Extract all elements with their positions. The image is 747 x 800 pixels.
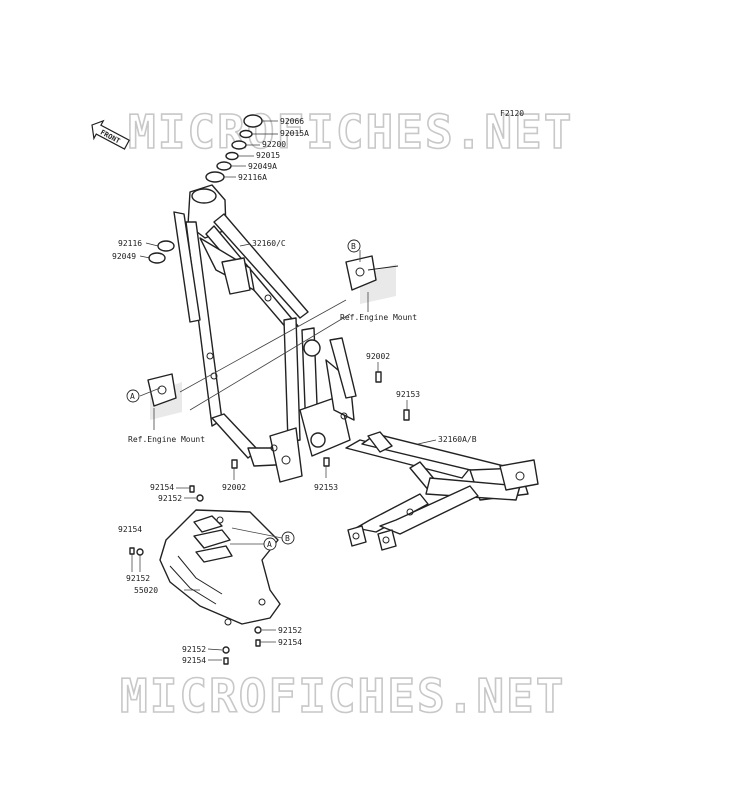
callout-b-top: B — [347, 239, 361, 253]
skid-plate — [159, 509, 281, 626]
part-label-92154-a: 92154 — [150, 483, 174, 492]
part-label-92002-top: 92002 — [366, 352, 390, 361]
part-label-92066: 92066 — [280, 117, 304, 126]
callout-a-left: A — [126, 389, 140, 403]
part-label-92200: 92200 — [262, 140, 286, 149]
part-label-92049: 92049 — [112, 252, 136, 261]
svg-text:A: A — [267, 540, 272, 549]
main-frame — [173, 184, 357, 483]
bolts — [129, 371, 410, 665]
figure-code: F2120 — [500, 109, 524, 118]
part-label-92154-d: 92154 — [182, 656, 206, 665]
part-label-32160c: 32160/C — [252, 239, 286, 248]
leader-lines — [131, 120, 437, 661]
steering-bearing-stack — [148, 114, 263, 264]
watermark-top: MICROFICHES.NET — [128, 105, 573, 159]
part-label-92049a: 92049A — [248, 162, 277, 171]
svg-text:A: A — [130, 392, 135, 401]
part-label-92153-bottom: 92153 — [314, 483, 338, 492]
ref-engine-mount-b: Ref.Engine Mount — [340, 313, 417, 322]
part-label-92152-a: 92152 — [158, 494, 182, 503]
part-label-92116: 92116 — [118, 239, 142, 248]
part-label-92152-d: 92152 — [182, 645, 206, 654]
part-label-92015: 92015 — [256, 151, 280, 160]
part-label-92015a: 92015A — [280, 129, 309, 138]
part-label-92153-top: 92153 — [396, 390, 420, 399]
callout-b-skid: B — [281, 531, 295, 545]
sub-frame — [345, 431, 539, 551]
part-label-92116a: 92116A — [238, 173, 267, 182]
part-label-92152-c: 92152 — [278, 626, 302, 635]
part-label-92154-b: 92154 — [118, 525, 142, 534]
ref-engine-mount-a: Ref.Engine Mount — [128, 435, 205, 444]
svg-text:B: B — [351, 242, 356, 251]
part-label-32160ab: 32160A/B — [438, 435, 477, 444]
watermark-bottom: MICROFICHES.NET — [120, 669, 565, 723]
part-label-55020: 55020 — [134, 586, 158, 595]
part-label-92152-b: 92152 — [126, 574, 150, 583]
front-arrow-icon: FRONT — [91, 119, 131, 150]
part-label-92154-c: 92154 — [278, 638, 302, 647]
svg-text:B: B — [285, 534, 290, 543]
engine-mount-a — [147, 373, 182, 420]
engine-mount-b — [345, 255, 399, 304]
part-label-92002-bottom: 92002 — [222, 483, 246, 492]
callout-a-skid: A — [263, 537, 277, 551]
